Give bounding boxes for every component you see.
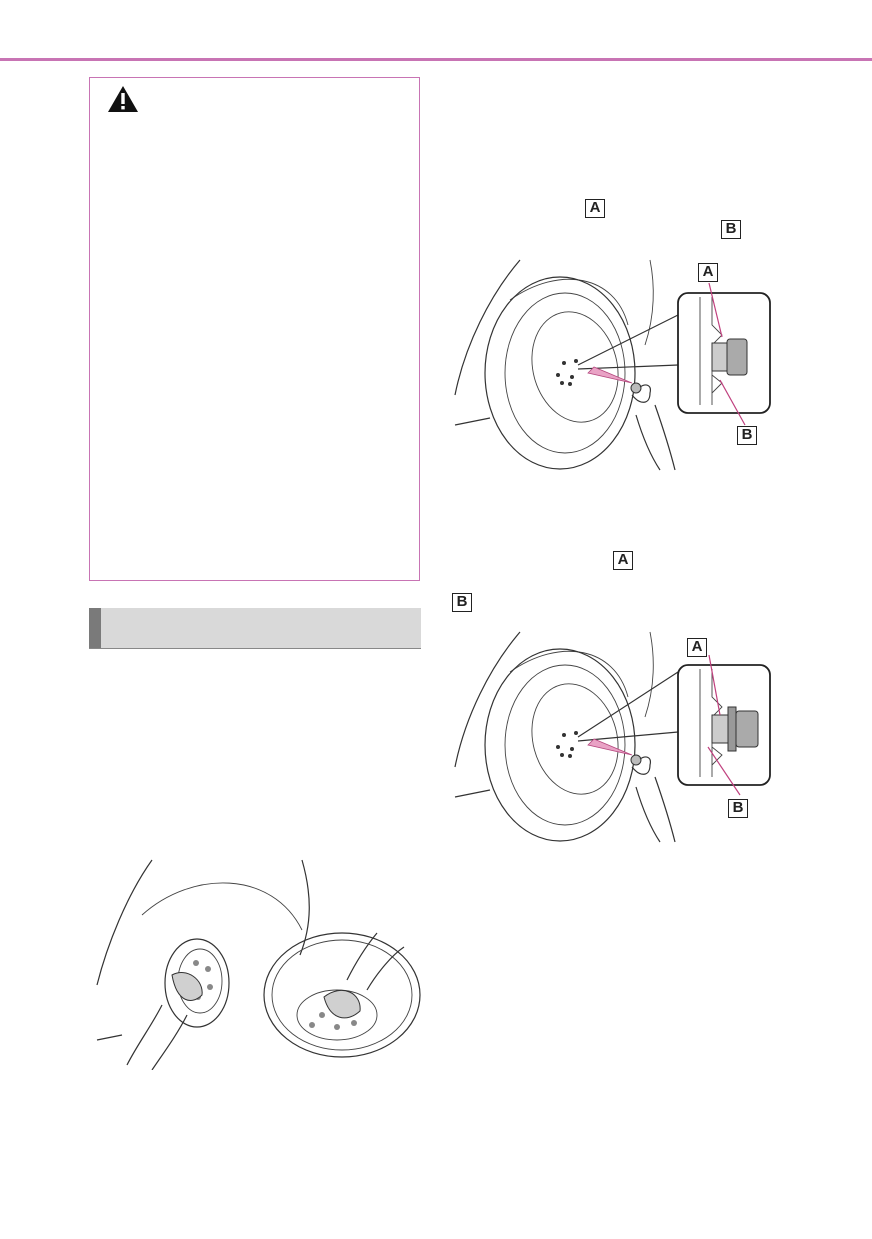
label-b-figure-2: B — [728, 799, 748, 818]
wheel-studs-2 — [556, 731, 578, 758]
warning-triangle-icon — [108, 86, 138, 112]
label-a-text-ref-2: A — [613, 551, 633, 570]
label-a-figure-1: A — [698, 263, 718, 282]
warning-box — [89, 77, 420, 581]
cleaning-hub-figure — [96, 859, 421, 1070]
label-a-text-ref-1: A — [585, 199, 605, 218]
label-a-figure-2: A — [687, 638, 707, 657]
section-heading-bar — [89, 608, 421, 649]
label-b-text-ref-1: B — [721, 220, 741, 239]
wheel-nut-figure-2 — [454, 631, 771, 843]
label-b-text-ref-2: B — [452, 593, 472, 612]
wheel-studs — [556, 359, 578, 386]
section-heading-accent — [89, 608, 101, 648]
label-b-figure-1: B — [737, 426, 757, 445]
header-rule — [0, 58, 872, 61]
wheel-nut-figure-1 — [454, 259, 771, 471]
